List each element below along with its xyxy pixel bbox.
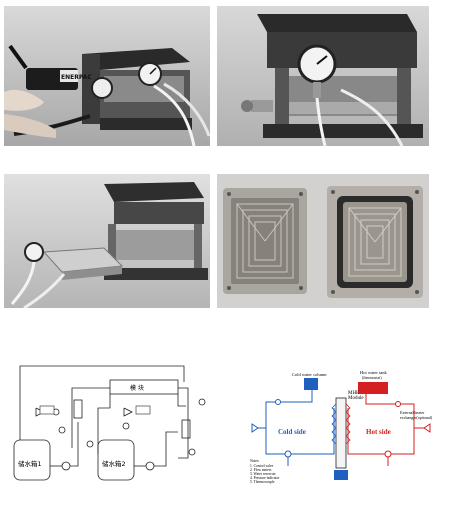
- photo-open-mould-press: [4, 174, 210, 308]
- legend-3: 3. Water reservoir: [250, 472, 276, 476]
- legend-5: 5. Thermocouple: [250, 480, 275, 484]
- cold-tank-label: Cold water column: [292, 372, 327, 377]
- hot-tank-label: Hot water tank: [360, 370, 387, 375]
- legend-1: 1. Control valve: [250, 464, 274, 468]
- hot-side-label: Hot side: [366, 428, 391, 436]
- hot-tank-sub: (thermostat): [362, 375, 382, 380]
- ext-label-1: External heater: [400, 410, 425, 415]
- photo-hand-pump-press: ENERPAC: [4, 6, 210, 146]
- module-label-1: MHE: [348, 391, 359, 396]
- photo-press-closeup: [217, 6, 429, 146]
- brand-label: ENERPAC: [61, 74, 92, 81]
- module-tag: 模 块: [130, 384, 144, 392]
- tank1-label: 储水箱1: [18, 459, 42, 468]
- module-label-2: Module: [348, 396, 364, 401]
- cold-side-label: Cold side: [278, 428, 306, 436]
- legend-2: 2. Flow meters: [250, 468, 272, 472]
- photo-exchanger-plates: [217, 174, 429, 308]
- diagram-hot-cold-schematic: Cold water column Hot water tank (thermo…: [248, 368, 444, 488]
- legend-title: Notes:: [250, 459, 259, 463]
- diagram-test-loop: 模 块 储水箱1 储水箱2: [6, 362, 206, 492]
- legend-4: 4. Pressure indicator: [250, 476, 280, 480]
- ext-label-2: exchanger(optional): [400, 415, 433, 420]
- tank2-label: 储水箱2: [102, 459, 126, 468]
